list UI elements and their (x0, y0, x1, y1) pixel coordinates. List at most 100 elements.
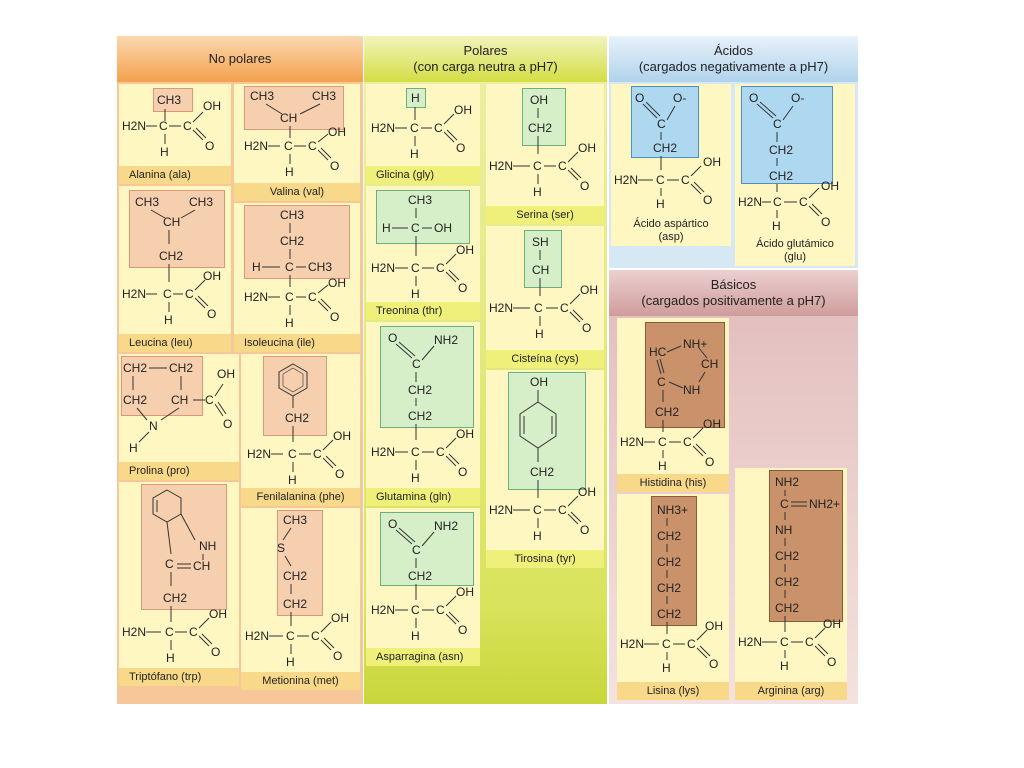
svg-text:CH: CH (171, 393, 188, 407)
svg-text:CH2: CH2 (657, 555, 681, 569)
aspartico-structure: O C O- CH2 H2N C C H OH O (614, 91, 721, 211)
svg-text:CH3: CH3 (312, 89, 336, 103)
svg-text:C: C (780, 635, 789, 649)
svg-text:H2N: H2N (122, 287, 146, 301)
svg-text:CH2: CH2 (657, 607, 681, 621)
svg-text:C: C (313, 447, 322, 461)
caption-glutamico: Ácido glutámico (glu) (735, 238, 855, 264)
svg-text:O: O (458, 281, 467, 295)
svg-text:H: H (410, 147, 419, 161)
acidic-subtitle: (cargados negativamente a pH7) (638, 59, 829, 74)
svg-text:H: H (533, 529, 542, 543)
caption-serina: Serina (ser) (486, 206, 604, 224)
glicina-structure: H H2N C C H OH O (371, 91, 472, 161)
svg-text:C: C (285, 260, 294, 274)
svg-text:CH2: CH2 (775, 601, 799, 615)
svg-text:O: O (207, 307, 216, 321)
svg-text:O: O (456, 141, 465, 155)
svg-text:C: C (436, 261, 445, 275)
caption-glutamina: Glutamina (gln) (366, 488, 480, 506)
svg-text:NH3+: NH3+ (657, 503, 688, 517)
card-histidina: HC NH+ C CH NH CH2 H2N C C H OH O Histid… (617, 318, 729, 492)
svg-text:NH2: NH2 (775, 475, 799, 489)
svg-text:H: H (411, 287, 420, 301)
card-treonina: CH3 H C OH H2N C C H OH O Treonina (thr) (366, 186, 480, 320)
svg-text:H: H (535, 327, 544, 341)
svg-text:C: C (412, 543, 421, 557)
card-aspartico: O C O- CH2 H2N C C H OH O Ácido aspártic… (611, 84, 731, 246)
svg-text:CH2: CH2 (123, 361, 147, 375)
card-tirosina: OH CH2 H2N C C H OH O Tirosina (tyr) (486, 370, 604, 568)
svg-text:C: C (533, 159, 542, 173)
svg-text:H2N: H2N (489, 503, 513, 517)
svg-text:CH: CH (532, 263, 549, 277)
svg-text:C: C (311, 629, 320, 643)
svg-text:H: H (285, 165, 294, 179)
svg-text:C: C (286, 629, 295, 643)
polar-subtitle: (con carga neutra a pH7) (413, 59, 558, 74)
svg-text:H: H (129, 441, 138, 455)
svg-text:HC: HC (649, 345, 667, 359)
caption-aspartico: Ácido aspártico (asp) (611, 218, 731, 244)
amine-label: H2N (122, 119, 146, 133)
svg-text:OH: OH (703, 155, 721, 169)
svg-text:CH2: CH2 (657, 529, 681, 543)
svg-text:C: C (205, 393, 214, 407)
svg-text:H2N: H2N (244, 139, 268, 153)
metionina-structure: CH3 S CH2 CH2 H2N C C H OH O (245, 513, 349, 669)
fenilalanina-structure: CH2 H2N C C H OH O (247, 363, 351, 487)
glutamina-structure: O C NH2 CH2 CH2 H2N C C H OH O (371, 331, 474, 485)
card-glutamico: O C O- CH2 CH2 H2N C C H OH O Ácido glut… (735, 84, 855, 266)
caption-triptofano: Triptófano (trp) (119, 668, 239, 686)
treonina-structure: CH3 H C OH H2N C C H OH O (371, 193, 474, 301)
svg-text:CH3: CH3 (283, 513, 307, 527)
card-serina: OH CH2 H2N C C H OH O Serina (ser) (486, 84, 604, 224)
svg-text:C: C (534, 301, 543, 315)
card-metionina: CH3 S CH2 CH2 H2N C C H OH O Metionina (… (241, 508, 360, 690)
svg-text:C: C (411, 603, 420, 617)
alanina-structure: CH3 H2N C C H OH O (122, 93, 221, 159)
svg-text:H: H (411, 471, 420, 485)
svg-text:CH2: CH2 (159, 249, 183, 263)
svg-text:NH: NH (199, 539, 216, 553)
svg-text:H: H (658, 459, 667, 473)
svg-text:H2N: H2N (620, 435, 644, 449)
svg-text:C: C (773, 117, 782, 131)
svg-text:C: C (434, 121, 443, 135)
svg-text:O-: O- (673, 91, 686, 105)
svg-text:OH: OH (580, 283, 598, 297)
svg-text:O: O (330, 310, 339, 324)
caption-lisina: Lisina (lys) (617, 682, 729, 700)
svg-text:CH2: CH2 (169, 361, 193, 375)
group-label: CH3 (157, 93, 181, 107)
side-chain-highlight (380, 512, 474, 586)
svg-text:O: O (703, 193, 712, 207)
svg-text:O: O (223, 417, 232, 431)
svg-text:H: H (285, 316, 294, 330)
acidic-title: Ácidos (713, 43, 754, 58)
svg-text:CH3: CH3 (189, 195, 213, 209)
oh-label: OH (203, 99, 221, 113)
triptofano-structure: NH C CH CH2 H2N C C H OH O (122, 489, 227, 665)
svg-text:C: C (411, 261, 420, 275)
svg-text:H: H (533, 185, 542, 199)
svg-text:CH: CH (701, 357, 718, 371)
svg-text:OH: OH (823, 617, 841, 631)
svg-text:C: C (412, 357, 421, 371)
arginina-structure: NH2 C NH2+ NH CH2 CH2 CH2 H2N C C H OH O (738, 475, 841, 673)
lisina-structure: NH3+ CH2 CH2 CH2 CH2 H2N C C H OH O (620, 503, 723, 675)
svg-text:O: O (458, 465, 467, 479)
svg-text:CH2: CH2 (283, 597, 307, 611)
caption-glutamico-line1: Ácido glutámico (756, 238, 834, 250)
caption-alanina: Alanina (ala) (119, 166, 231, 184)
basic-subtitle: (cargados positivamente a pH7) (641, 293, 826, 308)
svg-text:NH2: NH2 (434, 519, 458, 533)
cisteina-structure: SH CH H2N C C H OH O (489, 235, 598, 341)
svg-text:O: O (211, 645, 220, 659)
svg-text:CH: CH (163, 215, 180, 229)
svg-text:CH2: CH2 (655, 405, 679, 419)
card-prolina: CH2 CH2 CH2 CH N H C OH O Prolina (pro) (119, 354, 239, 480)
svg-text:CH3: CH3 (135, 195, 159, 209)
card-glutamina: O C NH2 CH2 CH2 H2N C C H OH O Glutamina… (366, 322, 480, 506)
side-chain-highlight (121, 356, 203, 416)
